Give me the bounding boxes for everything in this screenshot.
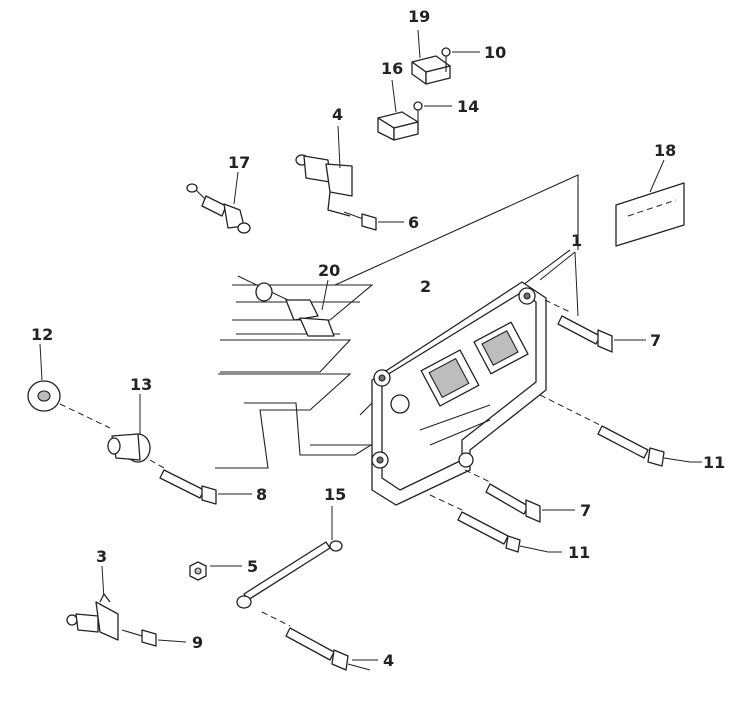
callout-3: 3 [96,547,107,566]
screw-14 [413,101,452,130]
callout-18: 18 [654,141,676,160]
leader-1 [539,251,579,317]
callout-5: 5 [247,557,258,576]
callout-9: 9 [192,633,203,652]
callout-8: 8 [256,485,267,504]
bolt-7-lower [464,469,575,523]
stud-11-upper [539,394,702,467]
sensor-3 [66,565,119,641]
bolt-9 [121,629,187,647]
callout-6: 6 [408,213,419,232]
callout-7-lower: 7 [580,501,591,520]
nut-5 [189,561,242,581]
callout-20: 20 [318,261,340,280]
callout-16: 16 [381,59,403,78]
callout-11-lower: 11 [568,543,590,562]
bolt-7-upper [544,299,646,353]
isolator-13 [107,394,151,463]
callout-13: 13 [130,375,152,394]
callout-15: 15 [324,485,346,504]
label-decal-18 [615,159,685,247]
callout-1: 1 [571,231,582,250]
stud-11-lower [429,494,562,553]
bolt-6 [343,211,404,231]
callout-17: 17 [228,153,250,172]
callout-7-upper: 7 [650,331,661,350]
callouts: 19 10 16 14 4 17 6 18 1 20 2 12 7 13 11 … [31,7,725,670]
callout-4-upper: 4 [332,105,343,124]
screw-10 [441,47,480,72]
ecu-module-2 [371,281,547,506]
ground-strap-15 [236,506,343,609]
sensor-4-upper [295,125,353,217]
callout-19: 19 [408,7,430,26]
sensor-20 [237,275,335,337]
spacer-12 [27,343,111,429]
callout-14: 14 [457,97,479,116]
callout-11-upper: 11 [703,453,725,472]
callout-12: 12 [31,325,53,344]
callout-10: 10 [484,43,506,62]
connector-19 [411,29,451,85]
connector-16 [377,79,419,141]
bolt-8 [149,459,252,505]
stud-4-lower [261,611,378,671]
callout-4-lower: 4 [383,651,394,670]
callout-2: 2 [420,277,431,296]
sensor-17 [186,171,251,234]
